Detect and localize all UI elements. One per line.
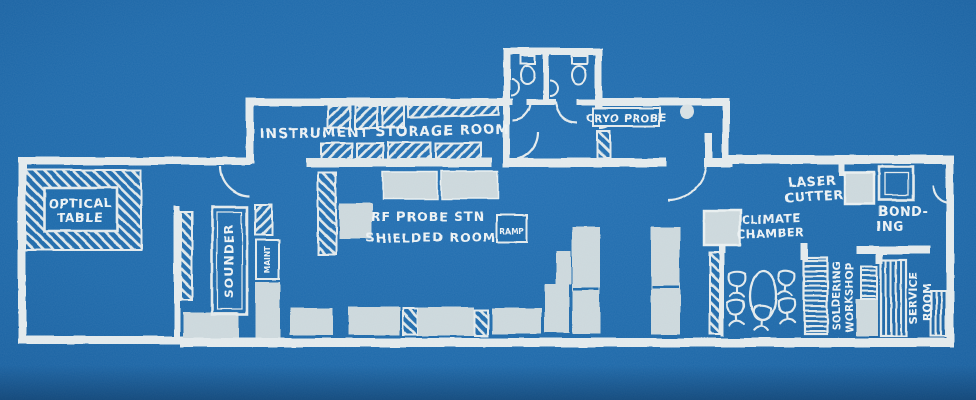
bottom-shade — [0, 0, 976, 400]
blueprint-canvas: OPTICAL TABLE SOUNDER MAINT INSTRUMENT S… — [0, 0, 976, 400]
floor-plan-svg: OPTICAL TABLE SOUNDER MAINT INSTRUMENT S… — [0, 0, 976, 400]
